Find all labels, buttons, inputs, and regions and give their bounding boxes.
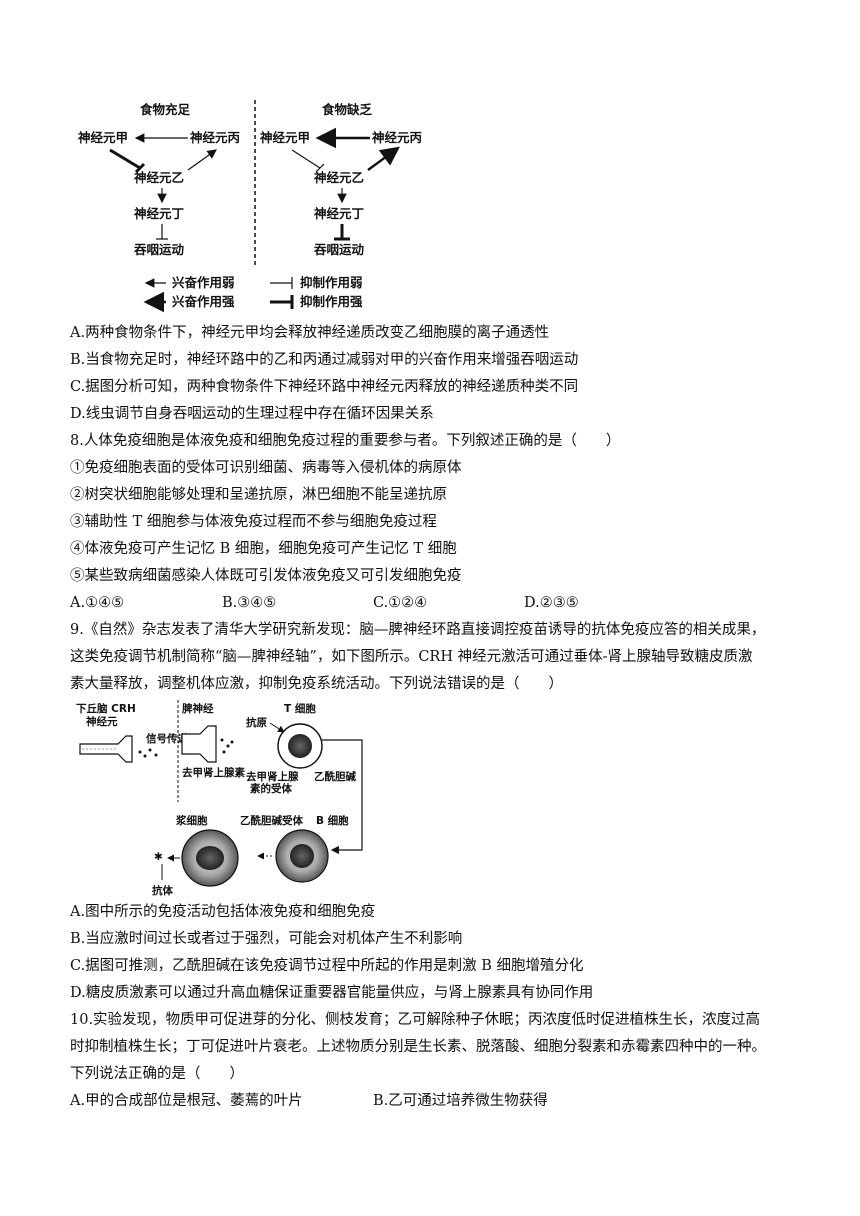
q9-option-a: A.图中所示的免疫活动包括体液免疫和细胞免疫 — [70, 904, 376, 920]
ne-receptor-line-2: 素的受体 — [249, 782, 292, 795]
legend-excite-weak: 兴奋作用弱 — [172, 275, 235, 290]
q7-option-c: C.据图分析可知，两种食物条件下神经环路中神经元丙释放的神经递质种类不同 — [70, 379, 579, 395]
neural-circuit-figure: 食物充足 神经元甲 神经元丙 神经元乙 神经元丁 吞咽运动 食物缺乏 神经元甲 … — [78, 100, 422, 313]
crh-line-1: 下丘脑 CRH — [76, 702, 136, 715]
right-swallow: 吞咽运动 — [313, 242, 365, 257]
q10-stem-line1: 10.实验发现，物质甲可促进芽的分化、侧枝发育；乙可解除种子休眠；丙浓度低时促进… — [70, 1012, 761, 1028]
q10-stem-line2: 时抑制植株生长；丁可促进叶片衰老。上述物质分别是生长素、脱落酸、细胞分裂素和赤霉… — [70, 1039, 766, 1055]
q7-option-d: D.线虫调节自身吞咽运动的生理过程中存在循环因果关系 — [70, 406, 434, 422]
q8-statement-4: ④体液免疫可产生记忆 B 细胞，细胞免疫可产生记忆 T 细胞 — [70, 541, 457, 557]
left-neuron-bing: 神经元丙 — [190, 130, 240, 145]
t-to-b-arrow — [322, 739, 363, 855]
legend-inhibit-strong: 抑制作用强 — [300, 294, 363, 309]
antibody-icon: ✱ — [154, 851, 163, 863]
q10-option-b: B.乙可通过培养微生物获得 — [373, 1093, 548, 1109]
plasma-cell-nucleus — [196, 846, 224, 870]
q9-stem-line1: 9.《自然》杂志发表了清华大学研究新发现：脑—脾神经环路直接调控疫苗诱导的抗体免… — [70, 622, 766, 638]
left-neuron-ding: 神经元丁 — [134, 206, 184, 221]
legend-inhibit-weak: 抑制作用弱 — [300, 275, 363, 290]
q9-option-b: B.当应激时间过长或者过于强烈，可能会对机体产生不利影响 — [70, 931, 463, 947]
crh-neuron-label: 下丘脑 CRH 神经元 — [76, 702, 139, 728]
q9-option-c: C.据图可推测，乙酰胆碱在该免疫调节过程中所起的作用是刺激 B 细胞增殖分化 — [70, 958, 584, 974]
q8-statement-1: ①免疫细胞表面的受体可识别细菌、病毒等入侵机体的病原体 — [70, 460, 462, 476]
b-cell-label: B 细胞 — [316, 814, 349, 827]
right-neuron-ding: 神经元丁 — [314, 206, 364, 221]
q8-stem: 8.人体免疫细胞是体液免疫和细胞免疫过程的重要参与者。下列叙述正确的是（ ） — [70, 433, 621, 449]
right-neuron-bing: 神经元丙 — [372, 130, 422, 145]
crh-line-2: 神经元 — [86, 715, 118, 728]
antibody-label: 抗体 — [152, 884, 173, 897]
left-neuron-yi: 神经元乙 — [134, 170, 184, 185]
q8-statement-5: ⑤某些致病细菌感染人体既可引发体液免疫又可引发细胞免疫 — [70, 568, 462, 584]
legend-excite-strong: 兴奋作用强 — [172, 294, 235, 309]
ach-receptor-label: 乙酰胆碱受体 — [240, 814, 303, 827]
ne-receptor-label: 去甲肾上腺 素的受体 — [246, 770, 302, 795]
right-neuron-jia: 神经元甲 — [260, 130, 310, 145]
plasma-cell-label: 浆细胞 — [175, 814, 208, 827]
q7-option-a: A.两种食物条件下，神经元甲均会释放神经递质改变乙细胞膜的离子通透性 — [70, 325, 550, 341]
q8-option-a: A.①④⑤ — [70, 595, 125, 611]
right-title: 食物缺乏 — [321, 102, 373, 117]
splenic-nerve-label: 脾神经 — [182, 702, 214, 715]
acetylcholine-label: 乙酰胆碱 — [314, 770, 356, 783]
q10-stem-line3: 下列说法正确的是（ ） — [70, 1066, 244, 1082]
q8-option-b: B.③④⑤ — [222, 595, 277, 611]
t-cell-label: T 细胞 — [284, 702, 316, 715]
ne-receptor-line-1: 去甲肾上腺 — [246, 770, 299, 783]
q8-statement-3: ③辅助性 T 细胞参与体液免疫过程而不参与细胞免疫过程 — [70, 514, 437, 530]
left-arrow-yi-bing — [187, 149, 217, 171]
splenic-nerve-terminal — [181, 725, 217, 763]
q9-stem-line3: 素大量释放，调整机体应激，抑制免疫系统活动。下列说法错误的是（ ） — [70, 676, 563, 692]
t-cell-nucleus — [288, 734, 312, 758]
q9-option-d: D.糖皮质激素可以通过升高血糖保证重要器官能量供应，与肾上腺素具有协同作用 — [70, 985, 594, 1001]
norepinephrine-label: 去甲肾上腺素 — [182, 766, 245, 779]
q10-option-a: A.甲的合成部位是根冠、萎蔫的叶片 — [70, 1093, 303, 1109]
left-swallow: 吞咽运动 — [133, 242, 185, 257]
right-neuron-yi: 神经元乙 — [314, 170, 364, 185]
q9-stem-line2: 这类免疫调节机制简称“脑—脾神经轴”，如下图所示。CRH 神经元激活可通过垂体-… — [70, 649, 753, 665]
b-cell-nucleus — [290, 844, 314, 868]
q8-option-c: C.①②④ — [373, 595, 428, 611]
left-neuron-jia: 神经元甲 — [78, 130, 128, 145]
left-title: 食物充足 — [139, 102, 191, 117]
left-inhibit-jia-yi — [109, 148, 141, 170]
brain-spleen-axis-figure: 下丘脑 CRH 神经元 信号传递 脾神经 去甲肾上腺素 抗原 T 细胞 去甲肾上… — [76, 700, 363, 897]
q8-option-d: D.②③⑤ — [524, 595, 579, 611]
antigen-label: 抗原 — [246, 716, 267, 729]
q7-option-b: B.当食物充足时，神经环路中的乙和丙通过减弱对甲的兴奋作用来增强吞咽运动 — [70, 352, 579, 368]
q8-statement-2: ②树突状细胞能够处理和呈递抗原，淋巴细胞不能呈递抗原 — [70, 487, 447, 503]
